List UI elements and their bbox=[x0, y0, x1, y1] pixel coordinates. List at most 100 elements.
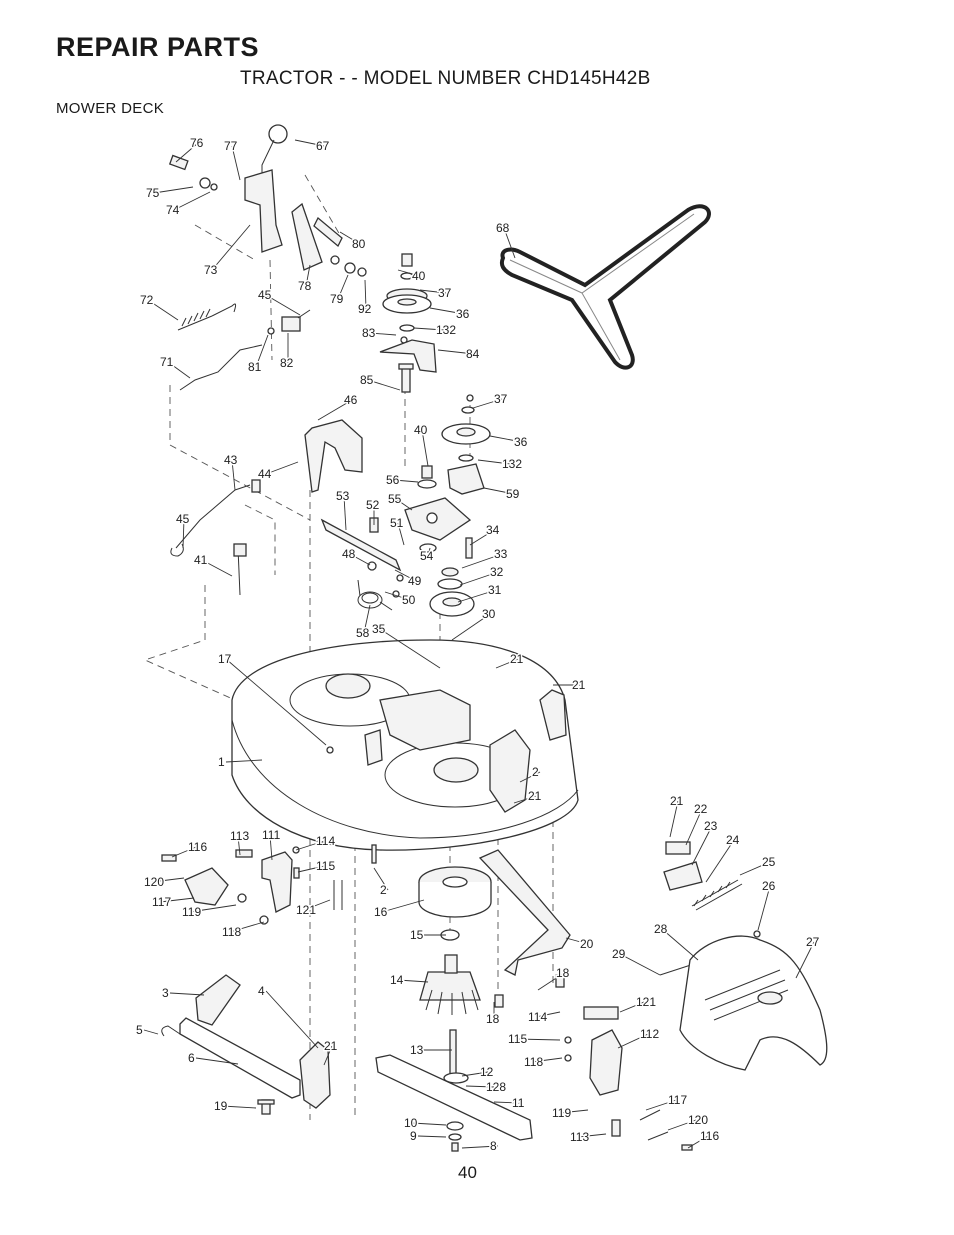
part-callout-40: 40 bbox=[397, 268, 427, 285]
leader-line bbox=[323, 1045, 333, 1066]
part-callout-35: 35 bbox=[371, 621, 441, 669]
leader-line bbox=[295, 840, 325, 851]
part-callout-49: 49 bbox=[394, 569, 423, 590]
part-number-label: 132 bbox=[502, 457, 522, 471]
part-callout-72: 72 bbox=[139, 292, 179, 321]
part-callout-82: 82 bbox=[279, 333, 295, 372]
part-callout-21: 21 bbox=[495, 651, 525, 669]
part-callout-11: 11 bbox=[493, 1095, 526, 1112]
leader-line bbox=[619, 953, 661, 976]
drive-belt bbox=[499, 204, 711, 370]
leader-line bbox=[175, 142, 199, 163]
part-callout-48: 48 bbox=[341, 546, 371, 566]
leader-line bbox=[339, 231, 361, 245]
part-number-label: 117 bbox=[152, 895, 171, 909]
part-number-label: 6 bbox=[188, 1051, 195, 1065]
part-number-label: 114 bbox=[528, 1010, 547, 1024]
part-callout-21: 21 bbox=[553, 677, 587, 694]
part-number-label: 22 bbox=[694, 802, 708, 816]
part-number-label: 18 bbox=[486, 1012, 500, 1026]
part-number-label: 32 bbox=[490, 565, 504, 579]
part-number-label: 37 bbox=[438, 286, 452, 300]
leader-line bbox=[364, 279, 367, 310]
part-callout-14: 14 bbox=[389, 972, 429, 989]
page-number: 40 bbox=[458, 1163, 477, 1182]
part-callout-31: 31 bbox=[457, 582, 503, 603]
part-number-label: 45 bbox=[258, 288, 272, 302]
leader-line bbox=[739, 861, 771, 876]
part-number-label: 10 bbox=[404, 1116, 418, 1130]
leader-line bbox=[503, 227, 516, 259]
front-hanger-brackets bbox=[161, 974, 331, 1115]
part-number-label: 112 bbox=[640, 1027, 659, 1041]
leader-line bbox=[429, 307, 465, 315]
lift-links bbox=[170, 479, 261, 596]
leader-line bbox=[393, 479, 419, 483]
part-number-label: 46 bbox=[344, 393, 358, 407]
part-callout-115: 115 bbox=[297, 858, 337, 875]
leader-line bbox=[195, 1057, 239, 1065]
part-number-label: 33 bbox=[494, 547, 508, 561]
part-callout-28: 28 bbox=[653, 921, 699, 961]
part-number-label: 48 bbox=[342, 547, 356, 561]
part-callout-74: 74 bbox=[165, 191, 211, 219]
leader-line bbox=[173, 191, 211, 211]
spindle-pulley bbox=[429, 567, 475, 680]
part-callout-68: 68 bbox=[495, 220, 516, 259]
part-number-label: 77 bbox=[224, 139, 238, 153]
leader-line bbox=[417, 1135, 447, 1138]
part-callout-36: 36 bbox=[429, 306, 471, 323]
part-callout-81: 81 bbox=[247, 334, 269, 376]
leader-line bbox=[294, 139, 325, 147]
part-callout-19: 19 bbox=[213, 1098, 257, 1115]
leader-line bbox=[419, 289, 447, 294]
leader-line bbox=[531, 1057, 563, 1063]
part-number-label: 72 bbox=[140, 293, 154, 307]
part-callout-33: 33 bbox=[461, 546, 509, 569]
part-number-label: 59 bbox=[506, 487, 520, 501]
part-number-label: 78 bbox=[298, 279, 312, 293]
part-callout-16: 16 bbox=[373, 899, 425, 921]
part-callout-114: 114 bbox=[527, 1009, 561, 1026]
part-number-label: 20 bbox=[580, 937, 594, 951]
part-callout-121: 121 bbox=[295, 899, 331, 919]
blade-spindle-assembly bbox=[371, 844, 533, 1152]
section-heading: MOWER DECK bbox=[56, 100, 164, 117]
part-number-label: 27 bbox=[806, 935, 820, 949]
part-callout-116: 116 bbox=[687, 1128, 721, 1149]
part-callout-22: 22 bbox=[685, 801, 709, 846]
part-number-label: 54 bbox=[420, 549, 434, 563]
leader-line bbox=[495, 658, 519, 669]
part-callout-51: 51 bbox=[389, 515, 405, 546]
part-number-label: 40 bbox=[412, 269, 426, 283]
part-number-label: 2 bbox=[532, 765, 539, 779]
part-number-label: 115 bbox=[316, 859, 335, 873]
leader-line bbox=[427, 547, 431, 557]
leader-line bbox=[167, 361, 191, 379]
lower-left-bracket-hardware bbox=[161, 846, 343, 925]
leader-line bbox=[373, 867, 389, 891]
part-callout-8: 8 bbox=[461, 1138, 499, 1155]
leader-line bbox=[691, 825, 713, 866]
part-callout-1: 1 bbox=[217, 754, 263, 771]
leader-line bbox=[369, 332, 397, 336]
leader-line bbox=[231, 145, 241, 181]
leader-line bbox=[159, 897, 195, 903]
part-callout-17: 17 bbox=[217, 651, 327, 746]
part-number-label: 113 bbox=[230, 829, 249, 843]
leader-line bbox=[367, 379, 401, 391]
part-callout-44: 44 bbox=[257, 461, 299, 483]
leader-line bbox=[305, 264, 311, 287]
part-number-label: 85 bbox=[360, 373, 374, 387]
leader-line bbox=[461, 553, 503, 569]
leader-line bbox=[451, 613, 491, 641]
leader-line bbox=[757, 885, 771, 931]
part-callout-50: 50 bbox=[384, 592, 417, 609]
leader-line bbox=[577, 1133, 607, 1138]
leader-line bbox=[461, 1071, 489, 1077]
leader-line bbox=[265, 990, 319, 1049]
upper-pulley-stack bbox=[379, 253, 437, 393]
part-callout-56: 56 bbox=[385, 472, 419, 489]
leader-line bbox=[363, 604, 371, 634]
leader-line bbox=[381, 899, 425, 913]
